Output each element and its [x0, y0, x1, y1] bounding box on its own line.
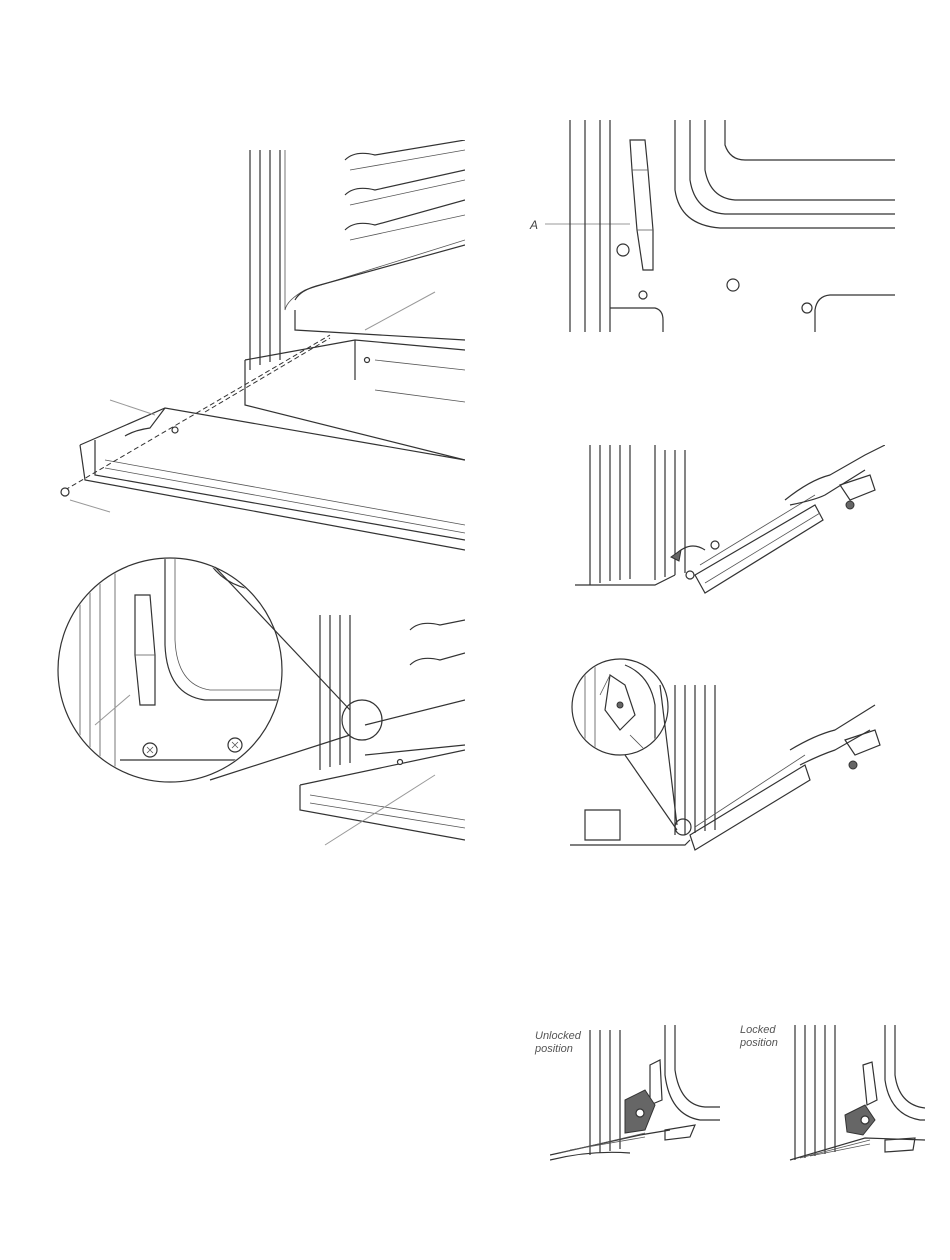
hinge-unlocked-illustration: [550, 1025, 720, 1165]
figure-hinge-unlocked: [550, 1025, 720, 1165]
figure-hinge-locked: [775, 1020, 925, 1165]
hinge-locked-illustration: [775, 1020, 925, 1165]
figure-door-seated: [565, 655, 885, 855]
hinge-receptacle-illustration: [545, 120, 895, 332]
figure-door-insert: [575, 445, 885, 595]
figure-kick-plate-removal: [55, 140, 465, 555]
door-insert-illustration: [575, 445, 885, 595]
hinge-slot-illustration: [55, 555, 465, 855]
door-seated-illustration: [565, 655, 885, 855]
oven-bottom-illustration: [55, 140, 465, 555]
callout-letter-a: A: [530, 218, 538, 232]
figure-hinge-slot-detail: [55, 555, 465, 855]
figure-hinge-receptacle: [545, 120, 895, 332]
